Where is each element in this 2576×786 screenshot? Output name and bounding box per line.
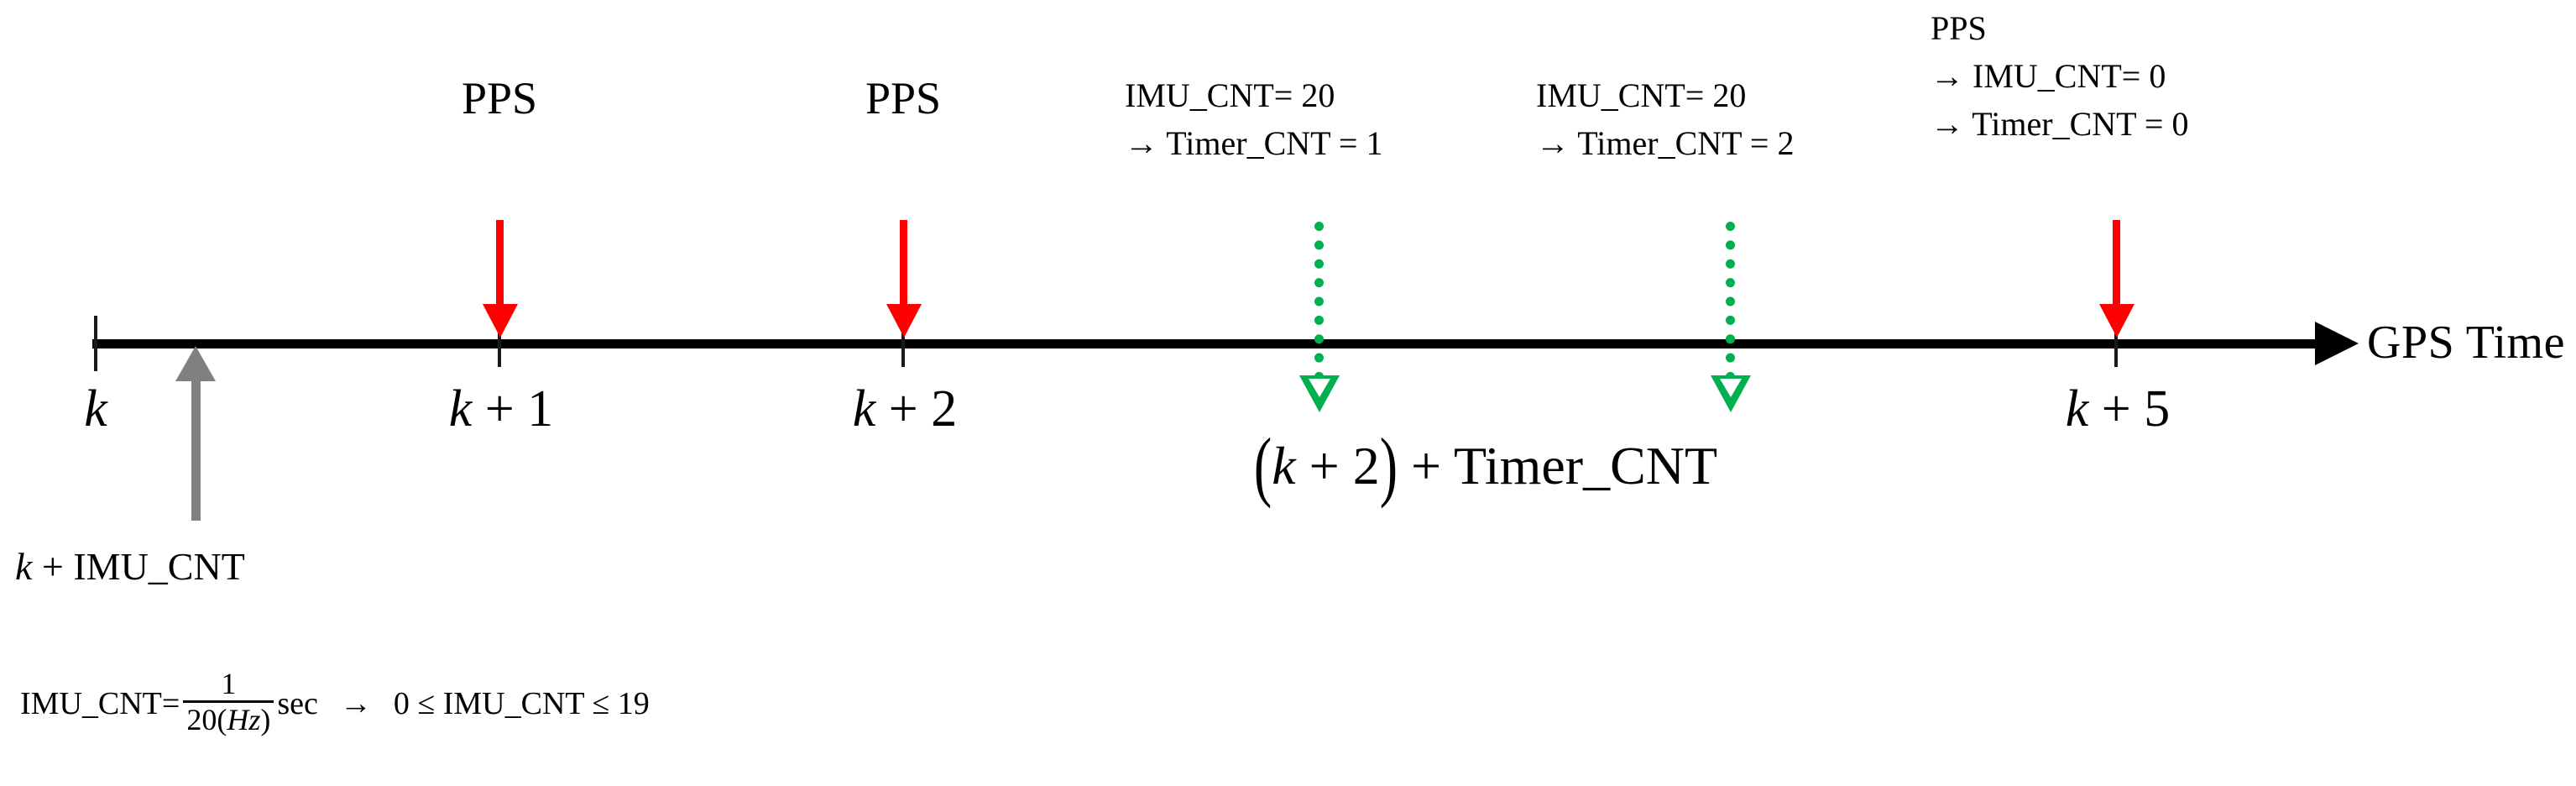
- formula-numerator: 1: [221, 667, 237, 700]
- pps-arrow-head-3-icon: [2099, 304, 2134, 338]
- imu-arrow-shaft: [191, 380, 201, 521]
- timer-arrow-head-2-notch: [1720, 379, 1742, 397]
- tick-label-k1-symbol: k: [448, 380, 473, 438]
- formula-den-hz: Hz: [227, 703, 261, 736]
- imu-arrow-head-icon: [175, 346, 216, 381]
- pps-reset-line-3: → Timer_CNT = 0: [1931, 104, 2189, 143]
- pps-arrow-shaft-2: [900, 220, 907, 308]
- pps-arrow-head-1-icon: [483, 304, 518, 338]
- equation-open-paren: (: [1253, 422, 1272, 509]
- tick-label-k5: k + 5: [2066, 380, 2171, 439]
- timer-1-line-2: → Timer_CNT = 1: [1125, 123, 1383, 162]
- formula-unit: sec: [277, 686, 318, 722]
- timeline-arrowhead-icon: [2315, 322, 2359, 365]
- formula-fraction-bar: [183, 700, 274, 703]
- pps-reset-annotation: PPS → IMU_CNT= 0 → Timer_CNT = 0: [1931, 5, 2188, 148]
- tick-label-k2-suffix: + 2: [875, 380, 958, 438]
- pps-reset-line-2: → IMU_CNT= 0: [1931, 56, 2166, 95]
- timer-arrow-shaft-1: [1314, 222, 1324, 381]
- formula-range: 0 ≤ IMU_CNT ≤ 19: [393, 686, 650, 722]
- tick-label-k5-symbol: k: [2065, 380, 2089, 438]
- formula-denominator: 20(Hz): [183, 703, 274, 736]
- timer-annotation-2: IMU_CNT= 20 → Timer_CNT = 2: [1536, 72, 1794, 168]
- tick-label-k-symbol: k: [84, 380, 107, 438]
- tick-mark-k: [94, 316, 97, 371]
- axis-label-gps-time: GPS Time: [2367, 317, 2565, 369]
- tick-mark-k2: [901, 320, 905, 367]
- formula-lhs: IMU_CNT=: [20, 686, 180, 722]
- timer-2-line-1: IMU_CNT= 20: [1536, 76, 1747, 114]
- center-equation: (k + 2) + Timer_CNT: [1254, 422, 1718, 509]
- timer-2-line-2: → Timer_CNT = 2: [1536, 123, 1795, 162]
- tick-label-k2: k + 2: [853, 380, 958, 439]
- timer-arrow-head-2-icon: [1711, 375, 1751, 412]
- imu-cnt-formula: IMU_CNT= 1 20(Hz) sec → 0 ≤ IMU_CNT ≤ 19: [20, 668, 650, 738]
- pps-reset-line-1: PPS: [1931, 9, 1987, 47]
- imu-caption-rest: + IMU_CNT: [32, 545, 245, 588]
- pps-arrow-head-2-icon: [886, 304, 922, 338]
- equation-close-paren: ): [1379, 422, 1398, 509]
- timer-annotation-1: IMU_CNT= 20 → Timer_CNT = 1: [1125, 72, 1382, 168]
- equation-timer-term: Timer_CNT: [1453, 436, 1718, 495]
- timer-1-line-1: IMU_CNT= 20: [1125, 76, 1335, 114]
- formula-den-post: ): [260, 703, 271, 736]
- timer-arrow-head-1-icon: [1299, 375, 1340, 412]
- formula-fraction: 1 20(Hz): [183, 668, 274, 736]
- tick-mark-k1: [498, 320, 501, 367]
- tick-mark-k5: [2114, 320, 2118, 367]
- pps-label-1: PPS: [461, 73, 538, 123]
- tick-label-k2-symbol: k: [852, 380, 876, 438]
- formula-den-pre: 20(: [186, 703, 227, 736]
- equation-k-symbol: k: [1272, 436, 1296, 495]
- tick-label-k5-suffix: + 5: [2088, 380, 2171, 438]
- formula-implies-arrow: →: [339, 686, 372, 722]
- equation-plus: +: [1398, 436, 1454, 495]
- equation-plus-two: + 2: [1295, 436, 1380, 495]
- tick-label-k: k: [84, 380, 107, 439]
- pps-label-2: PPS: [865, 73, 942, 123]
- timer-arrow-head-1-notch: [1309, 379, 1330, 397]
- pps-arrow-shaft-1: [496, 220, 504, 308]
- timer-arrow-shaft-2: [1726, 222, 1735, 381]
- timeline-axis: [92, 339, 2321, 348]
- imu-marker-caption: k + IMU_CNT: [15, 544, 245, 589]
- tick-label-k1: k + 1: [449, 380, 554, 439]
- pps-arrow-shaft-3: [2113, 220, 2120, 308]
- tick-label-k1-suffix: + 1: [472, 380, 554, 438]
- imu-caption-k-symbol: k: [15, 545, 33, 588]
